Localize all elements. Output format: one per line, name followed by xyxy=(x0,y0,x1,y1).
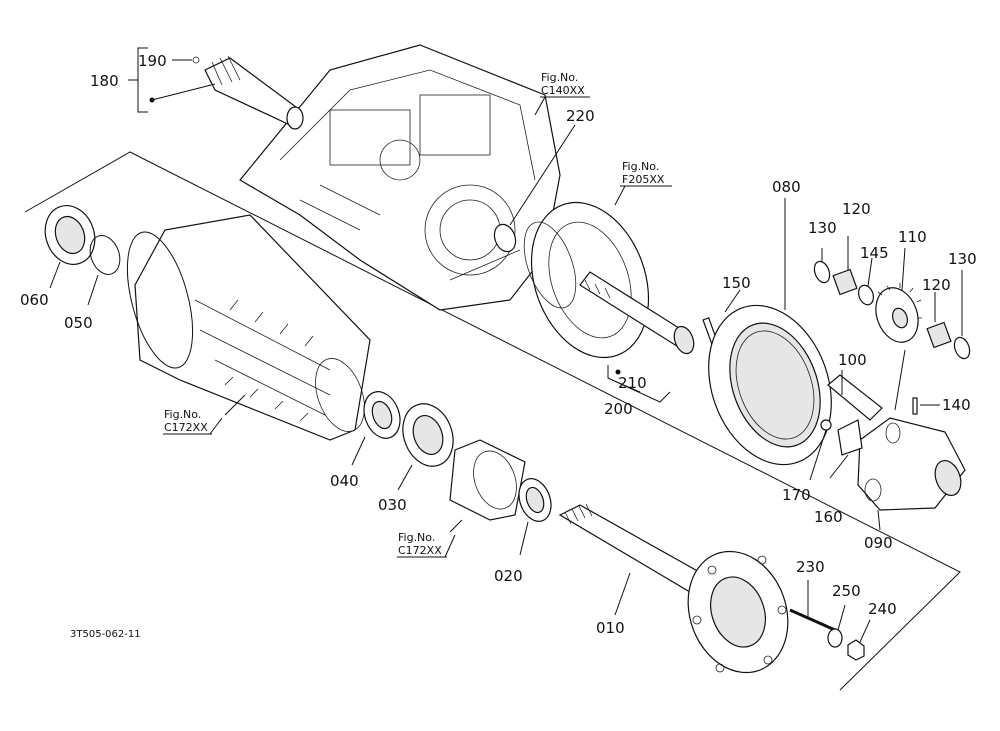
label-120a: 120 xyxy=(842,200,871,218)
figref-c172a-line1: Fig.No. xyxy=(164,408,201,421)
axle-housing xyxy=(126,214,371,441)
label-020: 020 xyxy=(494,567,523,585)
label-060: 060 xyxy=(20,291,49,309)
part-240-nut xyxy=(847,619,871,661)
part-060-oil-seal xyxy=(44,205,96,289)
label-090: 090 xyxy=(864,534,893,552)
part-080-ring-gear xyxy=(708,198,832,466)
part-130-thrust-washer-2 xyxy=(953,270,971,360)
label-030: 030 xyxy=(378,496,407,514)
label-210: 210 xyxy=(618,374,647,392)
part-120-needle-bearing xyxy=(832,236,858,296)
bearing-holder xyxy=(449,439,526,533)
label-145: 145 xyxy=(860,244,889,262)
group-frame xyxy=(24,151,961,691)
figref-c140-line2: C140XX xyxy=(541,84,585,97)
figref-c172b-line2: C172XX xyxy=(398,544,442,557)
figref-c172b-line1: Fig.No. xyxy=(398,531,435,544)
label-110: 110 xyxy=(898,228,927,246)
part-170-bolt xyxy=(809,419,832,481)
part-030-bearing xyxy=(397,403,454,491)
label-050: 050 xyxy=(64,314,93,332)
label-170: 170 xyxy=(782,486,811,504)
part-130-thrust-washer xyxy=(813,248,831,284)
label-130a: 130 xyxy=(808,219,837,237)
figref-c172a-line2: C172XX xyxy=(164,421,208,434)
label-010: 010 xyxy=(596,619,625,637)
label-180: 180 xyxy=(90,72,119,90)
part-010-axle xyxy=(558,503,789,674)
part-140-pin xyxy=(912,397,940,415)
part-100-planet-shaft xyxy=(827,370,883,421)
label-200: 200 xyxy=(604,400,633,418)
part-180-pinion-shaft xyxy=(128,47,304,130)
part-120-needle-bearing-2 xyxy=(926,292,952,349)
part-040-bearing xyxy=(351,391,401,466)
label-250: 250 xyxy=(832,582,861,600)
label-220: 220 xyxy=(566,107,595,125)
part-020-collar xyxy=(518,478,552,556)
label-160: 160 xyxy=(814,508,843,526)
label-150: 150 xyxy=(722,274,751,292)
part-250-washer xyxy=(827,604,846,648)
part-110-planet-gear xyxy=(875,247,922,411)
label-100: 100 xyxy=(838,351,867,369)
figref-c140-line1: Fig.No. xyxy=(541,71,578,84)
part-050-snap-ring xyxy=(87,235,121,306)
part-220-seal xyxy=(493,124,576,253)
figref-f205-line1: Fig.No. xyxy=(622,160,659,173)
label-190: 190 xyxy=(138,52,167,70)
part-230-bolt xyxy=(789,580,836,632)
label-240: 240 xyxy=(868,600,897,618)
label-080: 080 xyxy=(772,178,801,196)
transmission-case xyxy=(239,44,561,311)
part-200-shaft xyxy=(579,271,695,403)
part-090-planet-carrier xyxy=(857,417,966,531)
label-130b: 130 xyxy=(948,250,977,268)
label-230: 230 xyxy=(796,558,825,576)
label-040: 040 xyxy=(330,472,359,490)
label-120b: 120 xyxy=(922,276,951,294)
part-145-collar xyxy=(857,257,875,306)
label-140: 140 xyxy=(942,396,971,414)
figref-f205-line2: F205XX xyxy=(622,173,665,186)
drawing-code: 3T505-062-11 xyxy=(70,629,141,640)
part-160-lock-plate xyxy=(829,419,863,479)
